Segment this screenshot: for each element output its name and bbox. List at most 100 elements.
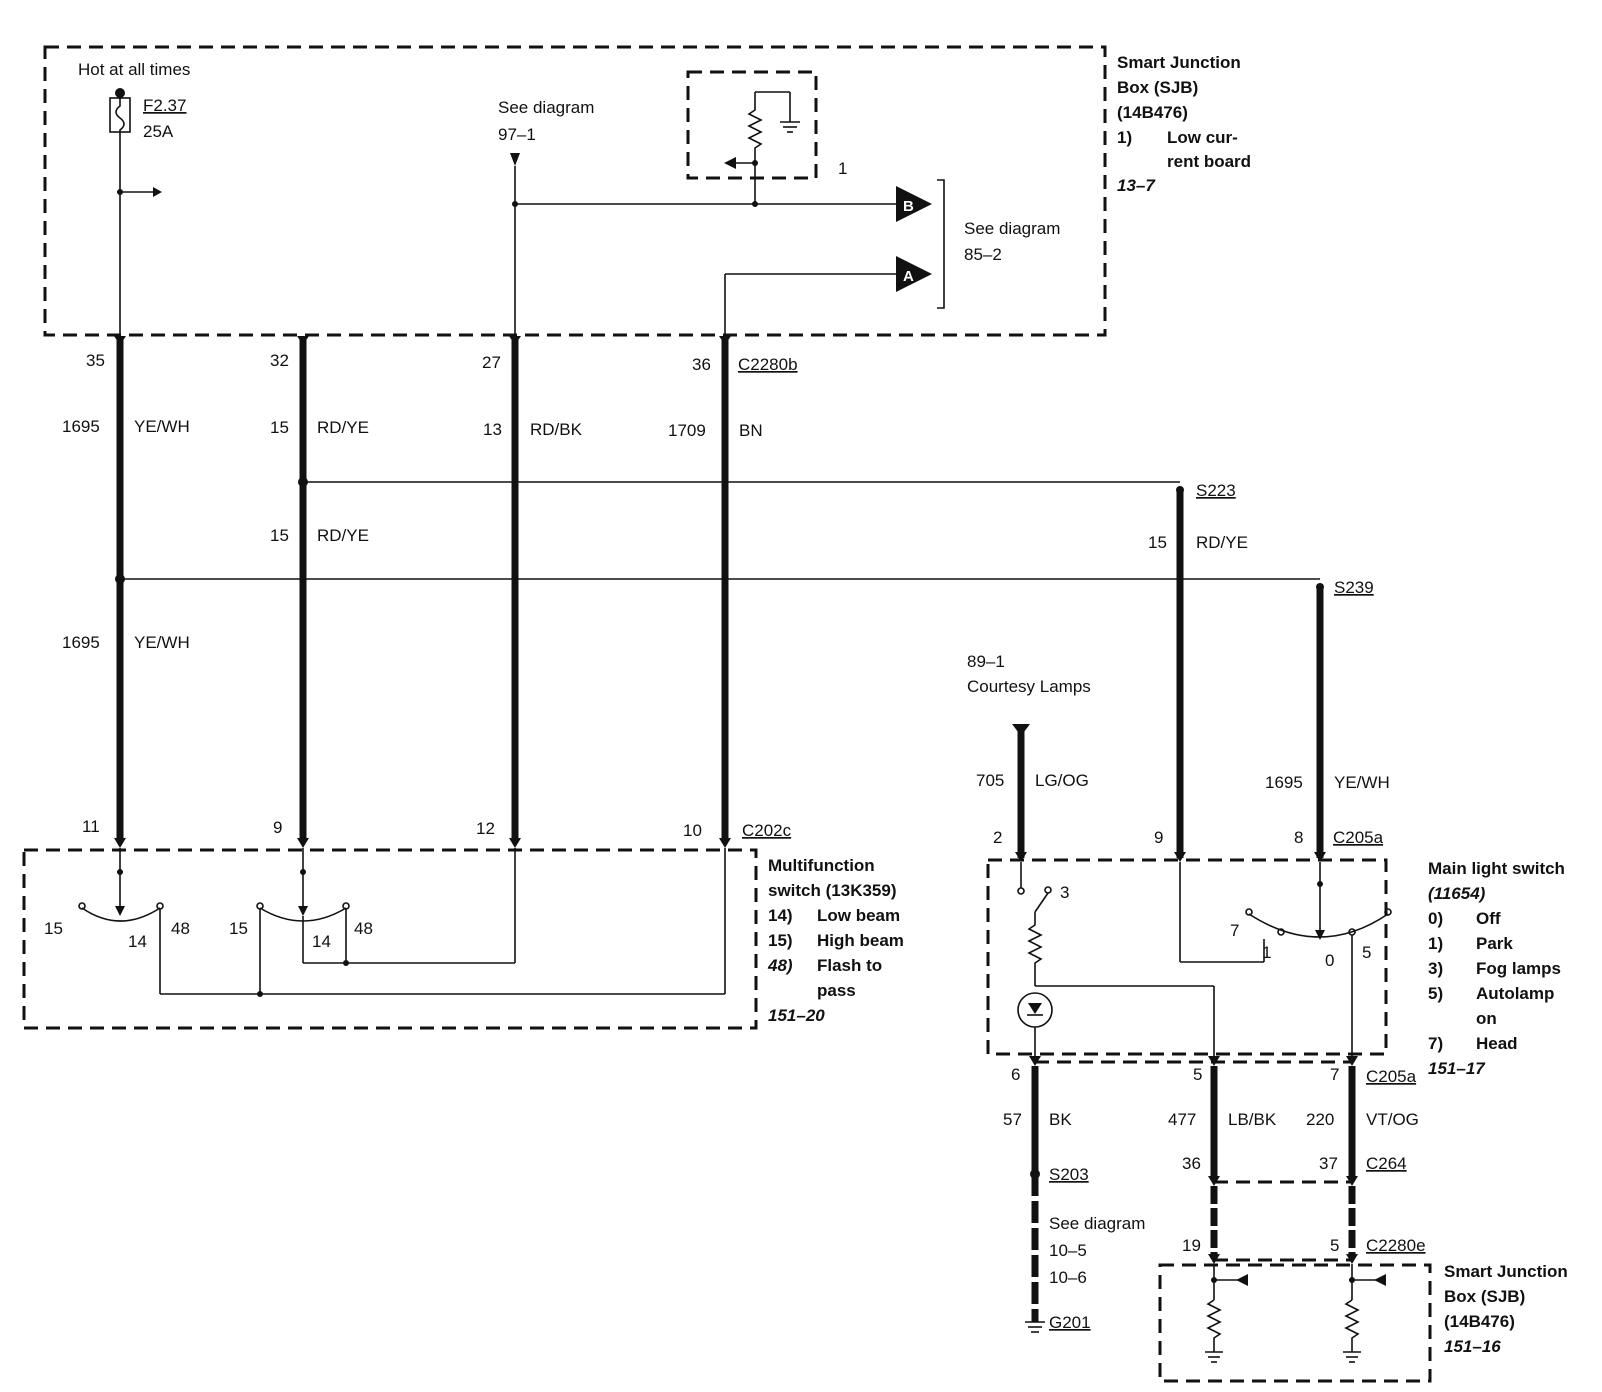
lower-harness: 6 5 7 C205a 57 BK S203 See diagram 10–5 … bbox=[1003, 1056, 1426, 1333]
pin-7-arrow bbox=[1346, 1056, 1358, 1066]
sjb-left-arrow bbox=[1236, 1274, 1248, 1286]
main-harness: 35 32 27 36 C2280b 1695 YE/WH 15 RD/YE 1… bbox=[62, 336, 1320, 838]
top-sjb-item-line-1: Low cur- bbox=[1167, 128, 1238, 147]
color-yewh-mid: YE/WH bbox=[134, 633, 190, 652]
s239-circuit: 1695 bbox=[1265, 773, 1303, 792]
ms-pos-5: 5 bbox=[1362, 943, 1371, 962]
mf-pin-10: 10 bbox=[683, 821, 702, 840]
color-bk: BK bbox=[1049, 1110, 1072, 1129]
see-diagram-10-6: 10–6 bbox=[1049, 1268, 1087, 1287]
mf-pin-9-arrow bbox=[297, 838, 309, 848]
c2280e-pin-5-arrow bbox=[1346, 1254, 1358, 1264]
mf-item-14-text: Low beam bbox=[817, 906, 900, 925]
ms-item-7-num: 7) bbox=[1428, 1034, 1443, 1053]
mf-sw1-contact-15 bbox=[78, 902, 86, 910]
fuse-id: F2.37 bbox=[143, 96, 186, 115]
c2280e-pin-19: 19 bbox=[1182, 1236, 1201, 1255]
c264-pin-37-arrow bbox=[1346, 1176, 1358, 1186]
top-junction-box-outline bbox=[43, 45, 1107, 337]
lower-pin-5: 5 bbox=[1193, 1065, 1202, 1084]
ms-pin-9-arrow bbox=[1174, 852, 1186, 862]
courtesy-ref: 89–1 bbox=[967, 652, 1005, 671]
ms-item-5-cont: on bbox=[1476, 1009, 1497, 1028]
pin-32-arrow bbox=[297, 336, 309, 345]
ms-item-3-text: Fog lamps bbox=[1476, 959, 1561, 978]
connector-c264: C264 bbox=[1366, 1154, 1407, 1173]
bottom-junction-box: Smart Junction Box (SJB) (14B476) 151–16 bbox=[1158, 1262, 1568, 1383]
connector-a-letter: A bbox=[903, 268, 914, 285]
ms-item-1-text: Park bbox=[1476, 934, 1513, 953]
relay-node-dot bbox=[752, 160, 758, 166]
c264-pin-37: 37 bbox=[1319, 1154, 1338, 1173]
top-sjb-item-num: 1) bbox=[1117, 128, 1132, 147]
pin-5-arrow bbox=[1208, 1056, 1220, 1066]
sjb-right-arrow bbox=[1374, 1274, 1386, 1286]
connector-a-arrow bbox=[896, 256, 932, 292]
see-diagram-85-title: See diagram bbox=[964, 219, 1060, 238]
ms-pos-1: 1 bbox=[1262, 943, 1271, 962]
mf-item-48-text: Flash to bbox=[817, 956, 882, 975]
bottom-sjb-title-1: Smart Junction bbox=[1444, 1262, 1568, 1281]
relay-number: 1 bbox=[838, 159, 847, 178]
circuit-1695-mid: 1695 bbox=[62, 633, 100, 652]
mf-pin-9: 9 bbox=[273, 818, 282, 837]
relay-box-outline bbox=[686, 70, 818, 180]
ms-common-arrow bbox=[1315, 930, 1325, 940]
ms-pin-2: 2 bbox=[993, 828, 1002, 847]
mf-item-15-text: High beam bbox=[817, 931, 904, 950]
courtesy-color: LG/OG bbox=[1035, 771, 1089, 790]
circuit-13: 13 bbox=[483, 420, 502, 439]
ms-item-0-num: 0) bbox=[1428, 909, 1443, 928]
fuse-rating: 25A bbox=[143, 122, 174, 141]
circuit-15-mid: 15 bbox=[270, 526, 289, 545]
splice-s239: S239 bbox=[1334, 578, 1374, 597]
top-sjb-item-line-2: rent board bbox=[1167, 152, 1251, 171]
color-lbbk: LB/BK bbox=[1228, 1110, 1277, 1129]
ms-pin-8: 8 bbox=[1294, 828, 1303, 847]
mf-sw2-48: 48 bbox=[354, 919, 373, 938]
color-rdbk: RD/BK bbox=[530, 420, 583, 439]
mf-sw1-15: 15 bbox=[44, 919, 63, 938]
mf-pin-11-arrow bbox=[114, 838, 126, 848]
see-diagram-10-title: See diagram bbox=[1049, 1214, 1145, 1233]
ms-contact-head bbox=[1384, 908, 1392, 916]
ms-pin-9: 9 bbox=[1154, 828, 1163, 847]
splice-s203: S203 bbox=[1049, 1165, 1089, 1184]
color-rdye: RD/YE bbox=[317, 418, 369, 437]
pin-32: 32 bbox=[270, 351, 289, 370]
bottom-sjb-title-3: (14B476) bbox=[1444, 1312, 1515, 1331]
color-bn: BN bbox=[739, 421, 763, 440]
sjb-left-resistor bbox=[1206, 1299, 1222, 1352]
splice-s223: S223 bbox=[1196, 481, 1236, 500]
courtesy-circuit: 705 bbox=[976, 771, 1004, 790]
ground-g201: G201 bbox=[1049, 1313, 1091, 1332]
relay-out-dot bbox=[752, 201, 758, 207]
mf-title-2: switch (13K359) bbox=[768, 881, 897, 900]
ms-rotary-arc bbox=[1248, 913, 1389, 938]
ms-contact-1 bbox=[1277, 928, 1285, 936]
mf-bus-dot-2 bbox=[257, 991, 263, 997]
c2280e-pin-5: 5 bbox=[1330, 1236, 1339, 1255]
relay-input-arrow bbox=[724, 157, 736, 169]
ms-item-5-text: Autolamp bbox=[1476, 984, 1554, 1003]
s223-circuit: 15 bbox=[1148, 533, 1167, 552]
hot-at-all-times-label: Hot at all times bbox=[78, 60, 190, 79]
mf-pin-12: 12 bbox=[476, 819, 495, 838]
top-sjb-title-3: (14B476) bbox=[1117, 103, 1188, 122]
mf-sw1-48: 48 bbox=[171, 919, 190, 938]
top-sjb-ref: 13–7 bbox=[1117, 176, 1156, 195]
ms-courtesy-contact-2 bbox=[1044, 886, 1052, 894]
color-vtog: VT/OG bbox=[1366, 1110, 1419, 1129]
color-rdye-mid: RD/YE bbox=[317, 526, 369, 545]
ms-lamp-diode bbox=[1028, 1003, 1042, 1014]
fuse-element bbox=[115, 98, 125, 132]
ms-pos-7: 7 bbox=[1230, 921, 1239, 940]
ms-pin-8-arrow bbox=[1314, 852, 1326, 862]
multifunction-switch: 11 9 12 10 C202c 15 14 48 15 14 48 bbox=[22, 817, 904, 1030]
mf-sw1-14: 14 bbox=[128, 932, 147, 951]
pin-35-arrow bbox=[114, 336, 126, 345]
sjb-right-resistor bbox=[1344, 1299, 1360, 1352]
relay-resistor bbox=[747, 92, 763, 204]
circuit-477: 477 bbox=[1168, 1110, 1196, 1129]
